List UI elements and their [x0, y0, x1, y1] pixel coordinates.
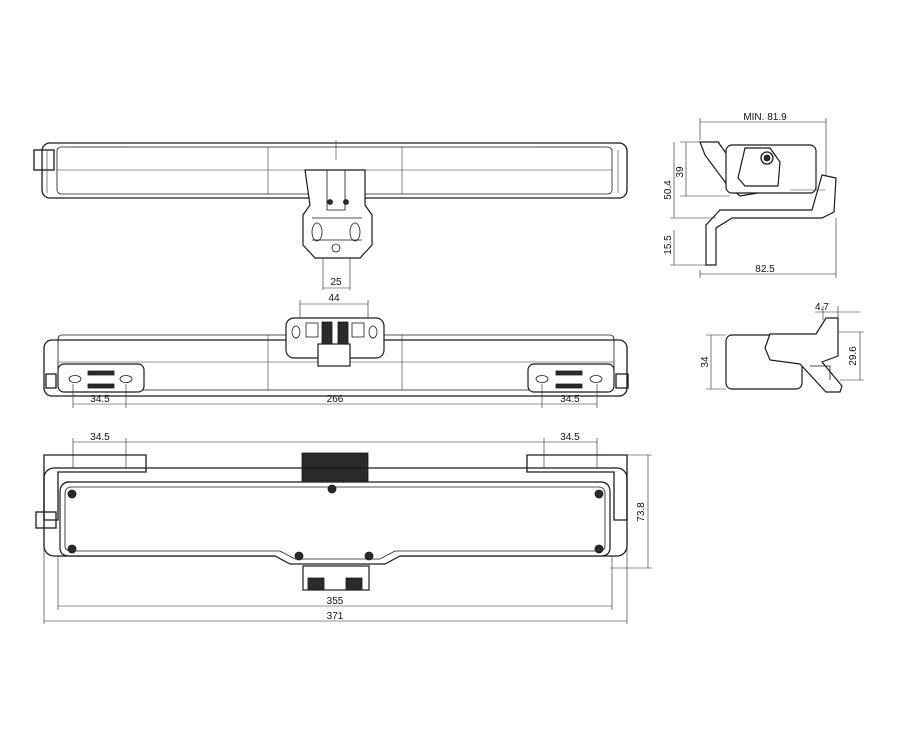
- top-view: 25: [33, 140, 628, 290]
- dim-side-min-width: MIN. 81.9: [743, 112, 787, 123]
- dim-top-mount-width: 25: [330, 277, 342, 288]
- dim-side-height-39: 39: [675, 166, 686, 178]
- dim-small-side-4-7: 4.7: [815, 302, 829, 313]
- side-view: MIN. 81.9 39 50.4 15.5 82.5: [663, 112, 837, 278]
- dim-left-spacing-bottom: 34.5: [90, 432, 110, 443]
- dim-right-spacing-bottom: 34.5: [560, 432, 580, 443]
- dim-bracket-width: 44: [328, 293, 340, 304]
- middle-view: 44 34.5 266 34.5: [43, 293, 629, 408]
- dim-side-height-50-4: 50.4: [663, 180, 674, 200]
- dim-left-spacing-mid: 34.5: [90, 394, 110, 405]
- dim-small-side-29-6: 29.6: [848, 346, 859, 366]
- dim-bottom-height: 73.8: [636, 502, 647, 522]
- dim-inner-length: 355: [327, 596, 344, 607]
- dim-side-height-15-5: 15.5: [663, 235, 674, 255]
- bottom-view: 34.5 34.5 73.8 355 371: [35, 432, 652, 624]
- dim-small-side-34: 34: [700, 356, 711, 368]
- small-side-view: 4.7 34 29.6: [700, 302, 864, 393]
- dim-right-spacing-mid: 34.5: [560, 394, 580, 405]
- dim-center-spacing: 266: [327, 394, 344, 405]
- dim-total-length: 371: [327, 611, 344, 622]
- dim-side-width-82-5: 82.5: [755, 264, 775, 275]
